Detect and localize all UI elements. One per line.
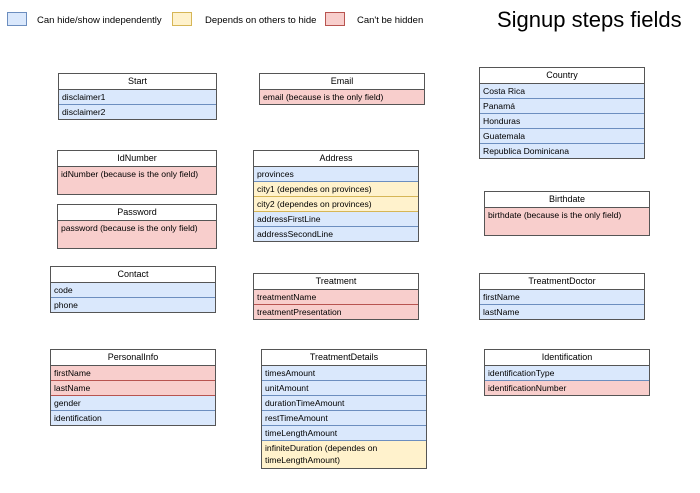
legend-label-blue: Can hide/show independently — [37, 15, 162, 26]
field-row: timesAmount — [262, 366, 426, 381]
field-row: provinces — [254, 167, 418, 182]
field-row: disclaimer2 — [59, 105, 216, 119]
field-row: idNumber (because is the only field) — [58, 167, 216, 194]
field-row: Panamá — [480, 99, 644, 114]
field-row: Guatemala — [480, 129, 644, 144]
field-row: Republica Dominicana — [480, 144, 644, 158]
legend-label-yellow: Depends on others to hide — [205, 15, 317, 26]
field-row: email (because is the only field) — [260, 90, 424, 104]
legend-swatch-red — [325, 12, 345, 26]
field-row: disclaimer1 — [59, 90, 216, 105]
field-row: firstName — [480, 290, 644, 305]
field-row: restTimeAmount — [262, 411, 426, 426]
field-row: identificationNumber — [485, 381, 649, 395]
field-row: lastName — [51, 381, 215, 396]
box-header-address: Address — [254, 151, 418, 167]
field-row: treatmentPresentation — [254, 305, 418, 319]
field-row: Costa Rica — [480, 84, 644, 99]
box-header-treatmentdoctor: TreatmentDoctor — [480, 274, 644, 290]
field-row: city2 (dependes on provinces) — [254, 197, 418, 212]
box-header-country: Country — [480, 68, 644, 84]
box-header-birthdate: Birthdate — [485, 192, 649, 208]
field-row: unitAmount — [262, 381, 426, 396]
field-row: birthdate (because is the only field) — [485, 208, 649, 235]
box-header-identification: Identification — [485, 350, 649, 366]
field-row: infiniteDuration (dependes on timeLength… — [262, 441, 426, 468]
field-row: lastName — [480, 305, 644, 319]
field-row: timeLengthAmount — [262, 426, 426, 441]
box-header-treatmentdetails: TreatmentDetails — [262, 350, 426, 366]
field-row: addressSecondLine — [254, 227, 418, 241]
field-row: treatmentName — [254, 290, 418, 305]
field-row: firstName — [51, 366, 215, 381]
box-header-contact: Contact — [51, 267, 215, 283]
legend-swatch-yellow — [172, 12, 192, 26]
field-row: addressFirstLine — [254, 212, 418, 227]
field-row: code — [51, 283, 215, 298]
field-row: phone — [51, 298, 215, 312]
box-header-idnumber: IdNumber — [58, 151, 216, 167]
field-row: gender — [51, 396, 215, 411]
legend-label-red: Can't be hidden — [357, 15, 424, 26]
box-header-start: Start — [59, 74, 216, 90]
box-header-personalinfo: PersonalInfo — [51, 350, 215, 366]
legend-swatch-blue — [7, 12, 27, 26]
box-header-password: Password — [58, 205, 216, 221]
box-header-email: Email — [260, 74, 424, 90]
field-row: durationTimeAmount — [262, 396, 426, 411]
field-row: Honduras — [480, 114, 644, 129]
field-row: password (because is the only field) — [58, 221, 216, 248]
field-row: identification — [51, 411, 215, 425]
box-header-treatment: Treatment — [254, 274, 418, 290]
field-row: city1 (dependes on provinces) — [254, 182, 418, 197]
field-row: identificationType — [485, 366, 649, 381]
page-title: Signup steps fields — [497, 7, 682, 32]
